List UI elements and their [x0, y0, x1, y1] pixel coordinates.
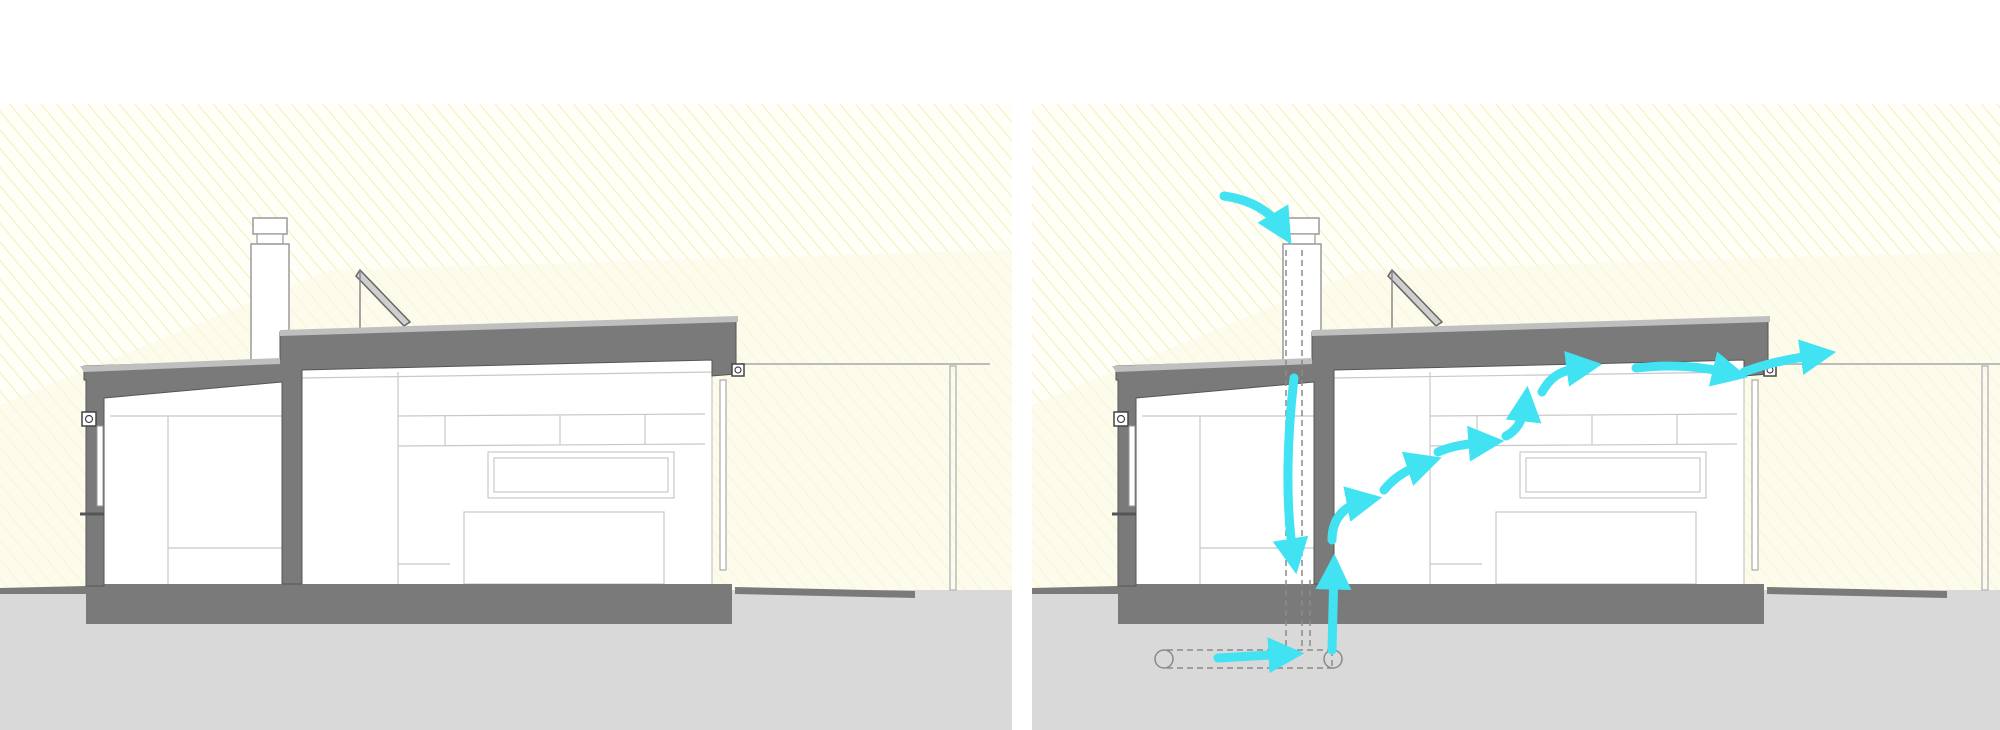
airflow-arrow	[1739, 339, 1837, 377]
pergola-post	[949, 365, 957, 591]
interior-left-room	[1136, 382, 1314, 584]
gutter-left-pipe	[1116, 414, 1126, 424]
house-section-airflow-drawing	[1032, 104, 2000, 730]
section-panel-left	[0, 104, 1012, 730]
gutter-right-pipe	[734, 366, 742, 374]
pergola-post	[1981, 365, 1989, 591]
roof-membrane-left	[80, 358, 280, 372]
interior-left-room	[104, 382, 282, 584]
airflow-arrow	[1315, 553, 1352, 655]
solar-panel	[1387, 268, 1444, 327]
airflow-arrow	[1272, 373, 1309, 575]
airflow-arrow	[1433, 425, 1505, 462]
airflow-arrow	[1379, 451, 1442, 495]
chimney-cap	[1284, 217, 1320, 235]
roof-membrane-right	[280, 316, 738, 336]
interior-linework	[110, 371, 713, 585]
airflow-arrow	[1219, 191, 1292, 245]
gutter-left	[81, 411, 97, 427]
section-panel-right	[1032, 0, 2000, 730]
interior-right-room	[1334, 350, 1744, 584]
foundation-slab	[86, 584, 732, 624]
airflow-arrow	[1213, 637, 1305, 674]
gutter-right	[731, 363, 745, 377]
roof-membrane-left	[1112, 358, 1312, 372]
chimney-cowl	[256, 233, 284, 245]
house-section-drawing	[0, 104, 1012, 730]
ground-line-left	[0, 586, 86, 594]
roof-membrane-right	[1312, 316, 1770, 336]
interior-right-room	[302, 350, 712, 584]
ground-line-left	[1032, 586, 1118, 594]
chimney-cowl	[1288, 233, 1316, 245]
window-right	[719, 379, 727, 571]
window-left	[96, 425, 104, 507]
airflow-arrow	[1501, 385, 1542, 441]
airflow-arrow	[1631, 351, 1749, 387]
panel-divider	[1012, 0, 1032, 730]
foundation-slab	[1118, 584, 1764, 624]
gutter-left	[1113, 411, 1129, 427]
gutter-left-pipe	[84, 414, 94, 424]
airflow-arrow	[1537, 351, 1603, 397]
chimney-cap	[252, 217, 288, 235]
airflow-arrow	[1327, 486, 1383, 545]
duct-inlet	[1154, 649, 1174, 669]
window-left	[1128, 425, 1136, 507]
solar-panel	[355, 268, 412, 327]
terrace-slab	[1767, 587, 1947, 598]
terrace-slab	[735, 587, 915, 598]
window-right	[1751, 379, 1759, 571]
